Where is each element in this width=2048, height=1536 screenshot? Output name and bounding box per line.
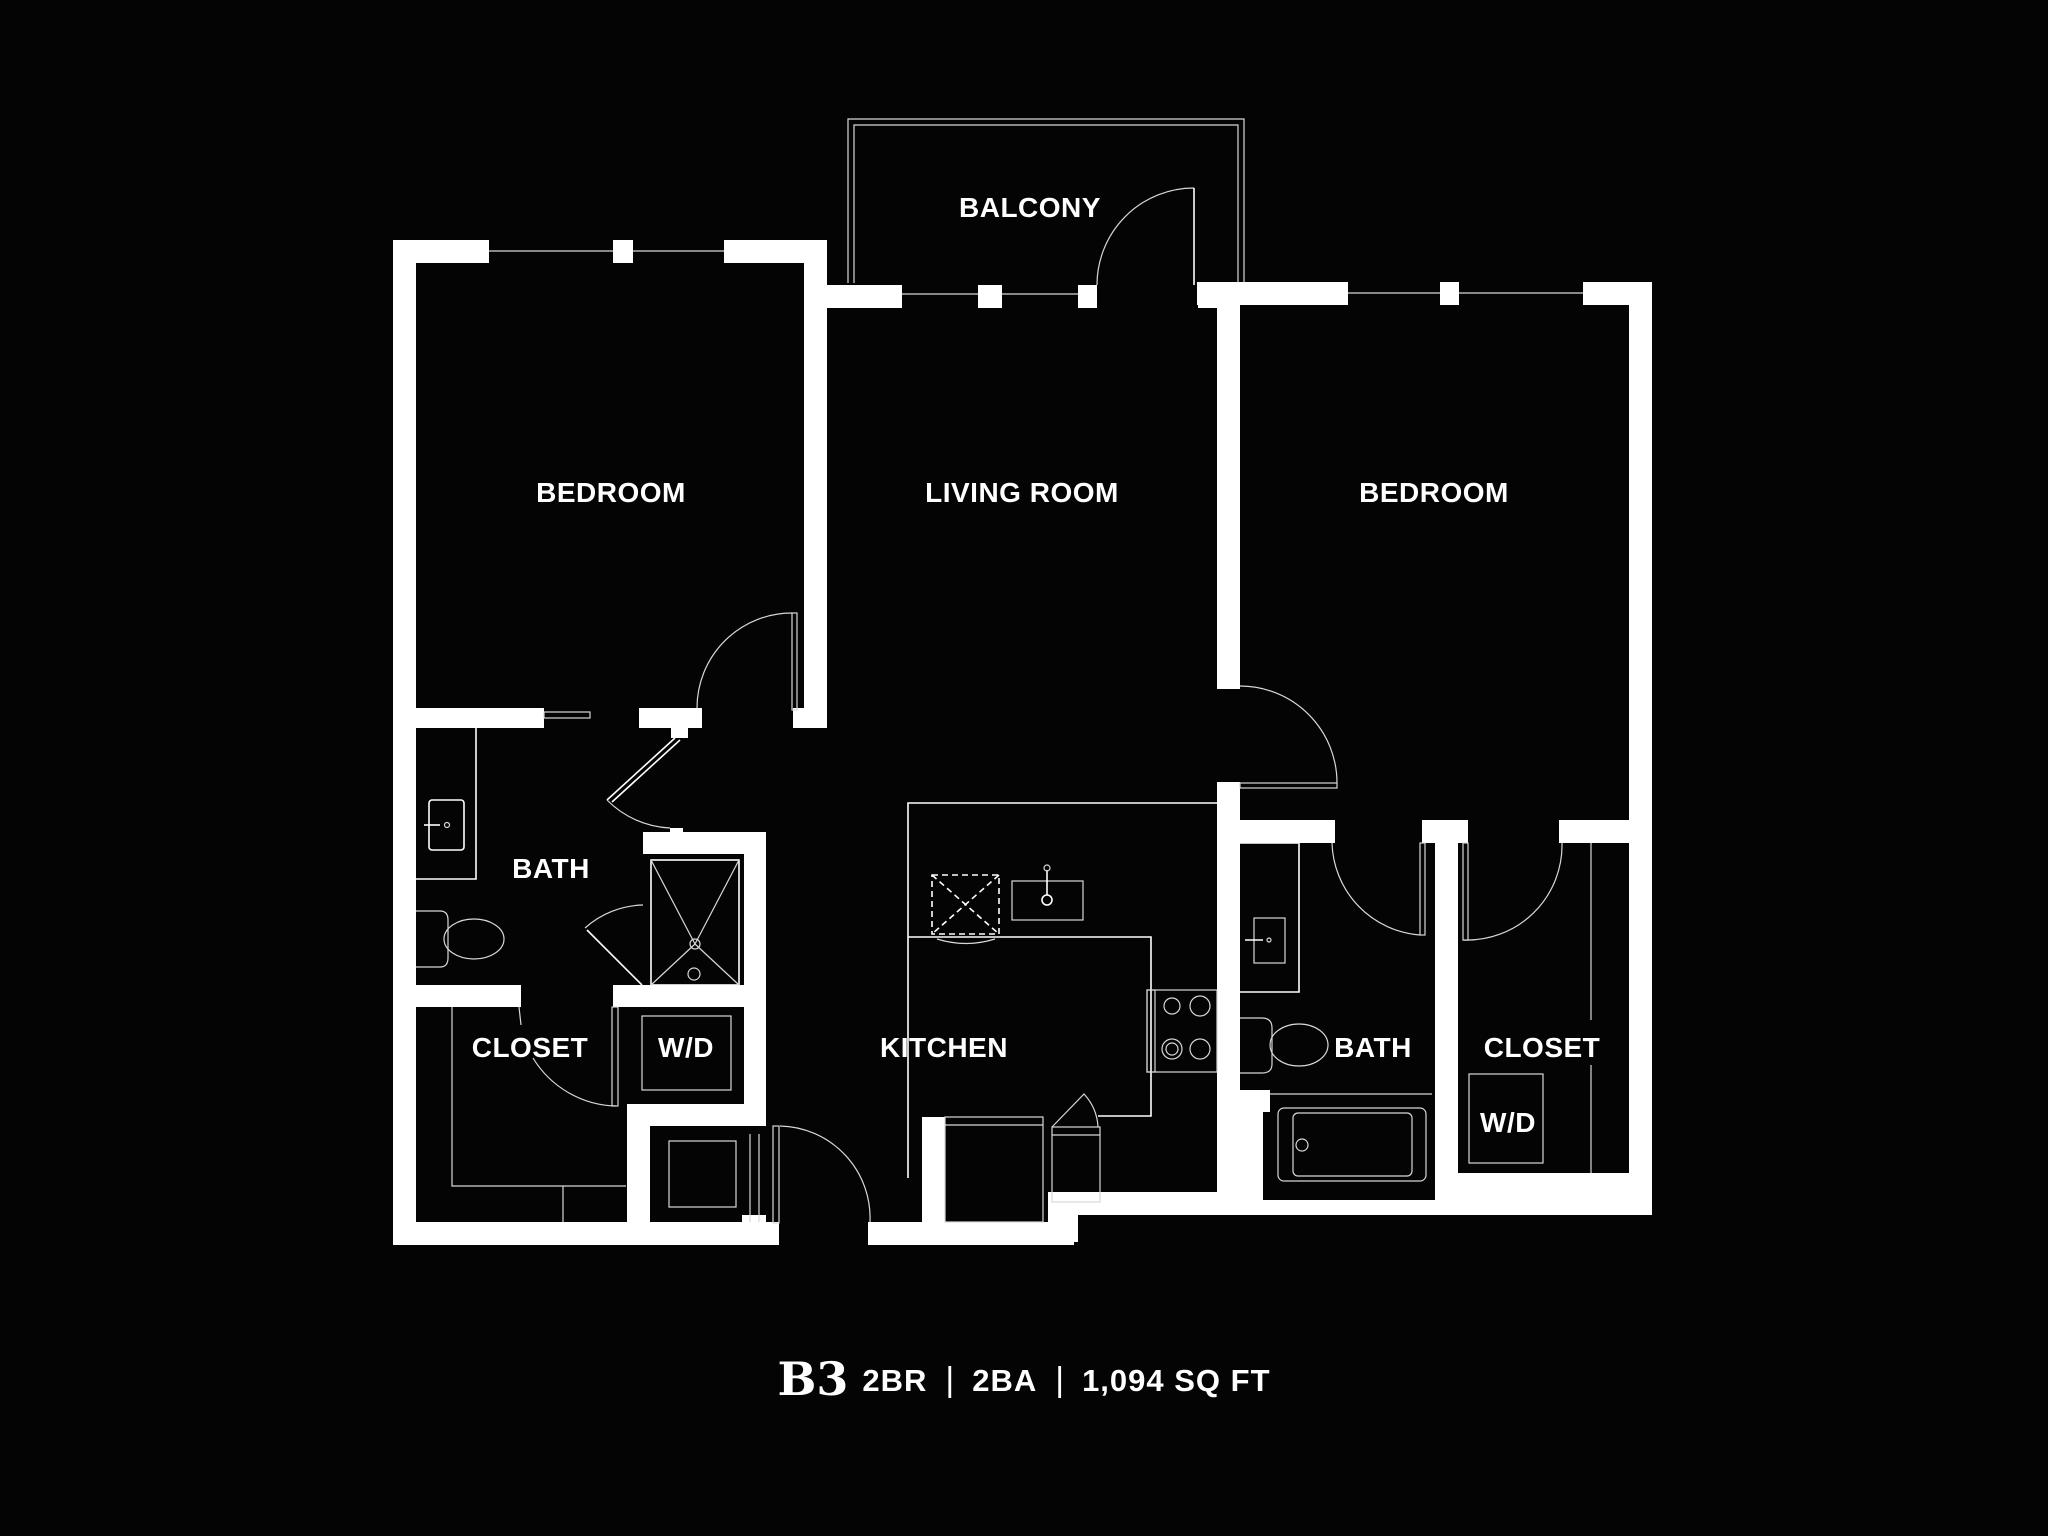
closet-shelving-left — [451, 1007, 626, 1222]
refrigerator — [944, 1116, 1044, 1223]
shower — [650, 859, 740, 986]
room-label-bedroom-left: BEDROOM — [536, 477, 686, 508]
room-label-bath-left: BATH — [512, 853, 590, 884]
walls — [393, 240, 1652, 1245]
unit-name: B3 — [777, 1352, 849, 1406]
balcony-railing — [847, 118, 1245, 283]
separator: | — [1055, 1361, 1065, 1399]
bathtub — [1270, 1093, 1432, 1182]
room-label-wd-left: W/D — [658, 1032, 714, 1063]
room-label-closet-left: CLOSET — [472, 1032, 589, 1063]
room-label-bedroom-right: BEDROOM — [1359, 477, 1509, 508]
bathroom-count: 2BA — [972, 1363, 1038, 1398]
utility-box — [668, 1140, 737, 1208]
square-footage: 1,094 SQ FT — [1082, 1363, 1271, 1398]
washer-dryer-box-left — [641, 1015, 732, 1091]
room-label-closet-right: CLOSET — [1484, 1032, 1601, 1063]
toilet-right — [1240, 1017, 1329, 1074]
vanity-sink-right — [1240, 842, 1300, 993]
doors — [518, 187, 1563, 1224]
separator: | — [945, 1361, 955, 1399]
unit-summary: B3 2BR | 2BA | 1,094 SQ FT — [0, 1352, 2048, 1406]
vanity-sink-left — [416, 726, 477, 880]
room-label-living-room: LIVING ROOM — [925, 477, 1119, 508]
room-label-kitchen: KITCHEN — [880, 1032, 1008, 1063]
washer-dryer-box-right — [1468, 1073, 1544, 1164]
windows — [489, 250, 1583, 295]
room-label-bath-right: BATH — [1334, 1032, 1412, 1063]
room-label-wd-right: W/D — [1480, 1107, 1536, 1138]
room-label-balcony: BALCONY — [959, 192, 1101, 223]
toilet-left — [416, 910, 505, 968]
stove-range — [1146, 989, 1218, 1073]
pantry-cabinet — [1051, 1093, 1101, 1203]
bedroom-count: 2BR — [862, 1363, 928, 1398]
kitchen-counter — [907, 802, 1217, 1178]
